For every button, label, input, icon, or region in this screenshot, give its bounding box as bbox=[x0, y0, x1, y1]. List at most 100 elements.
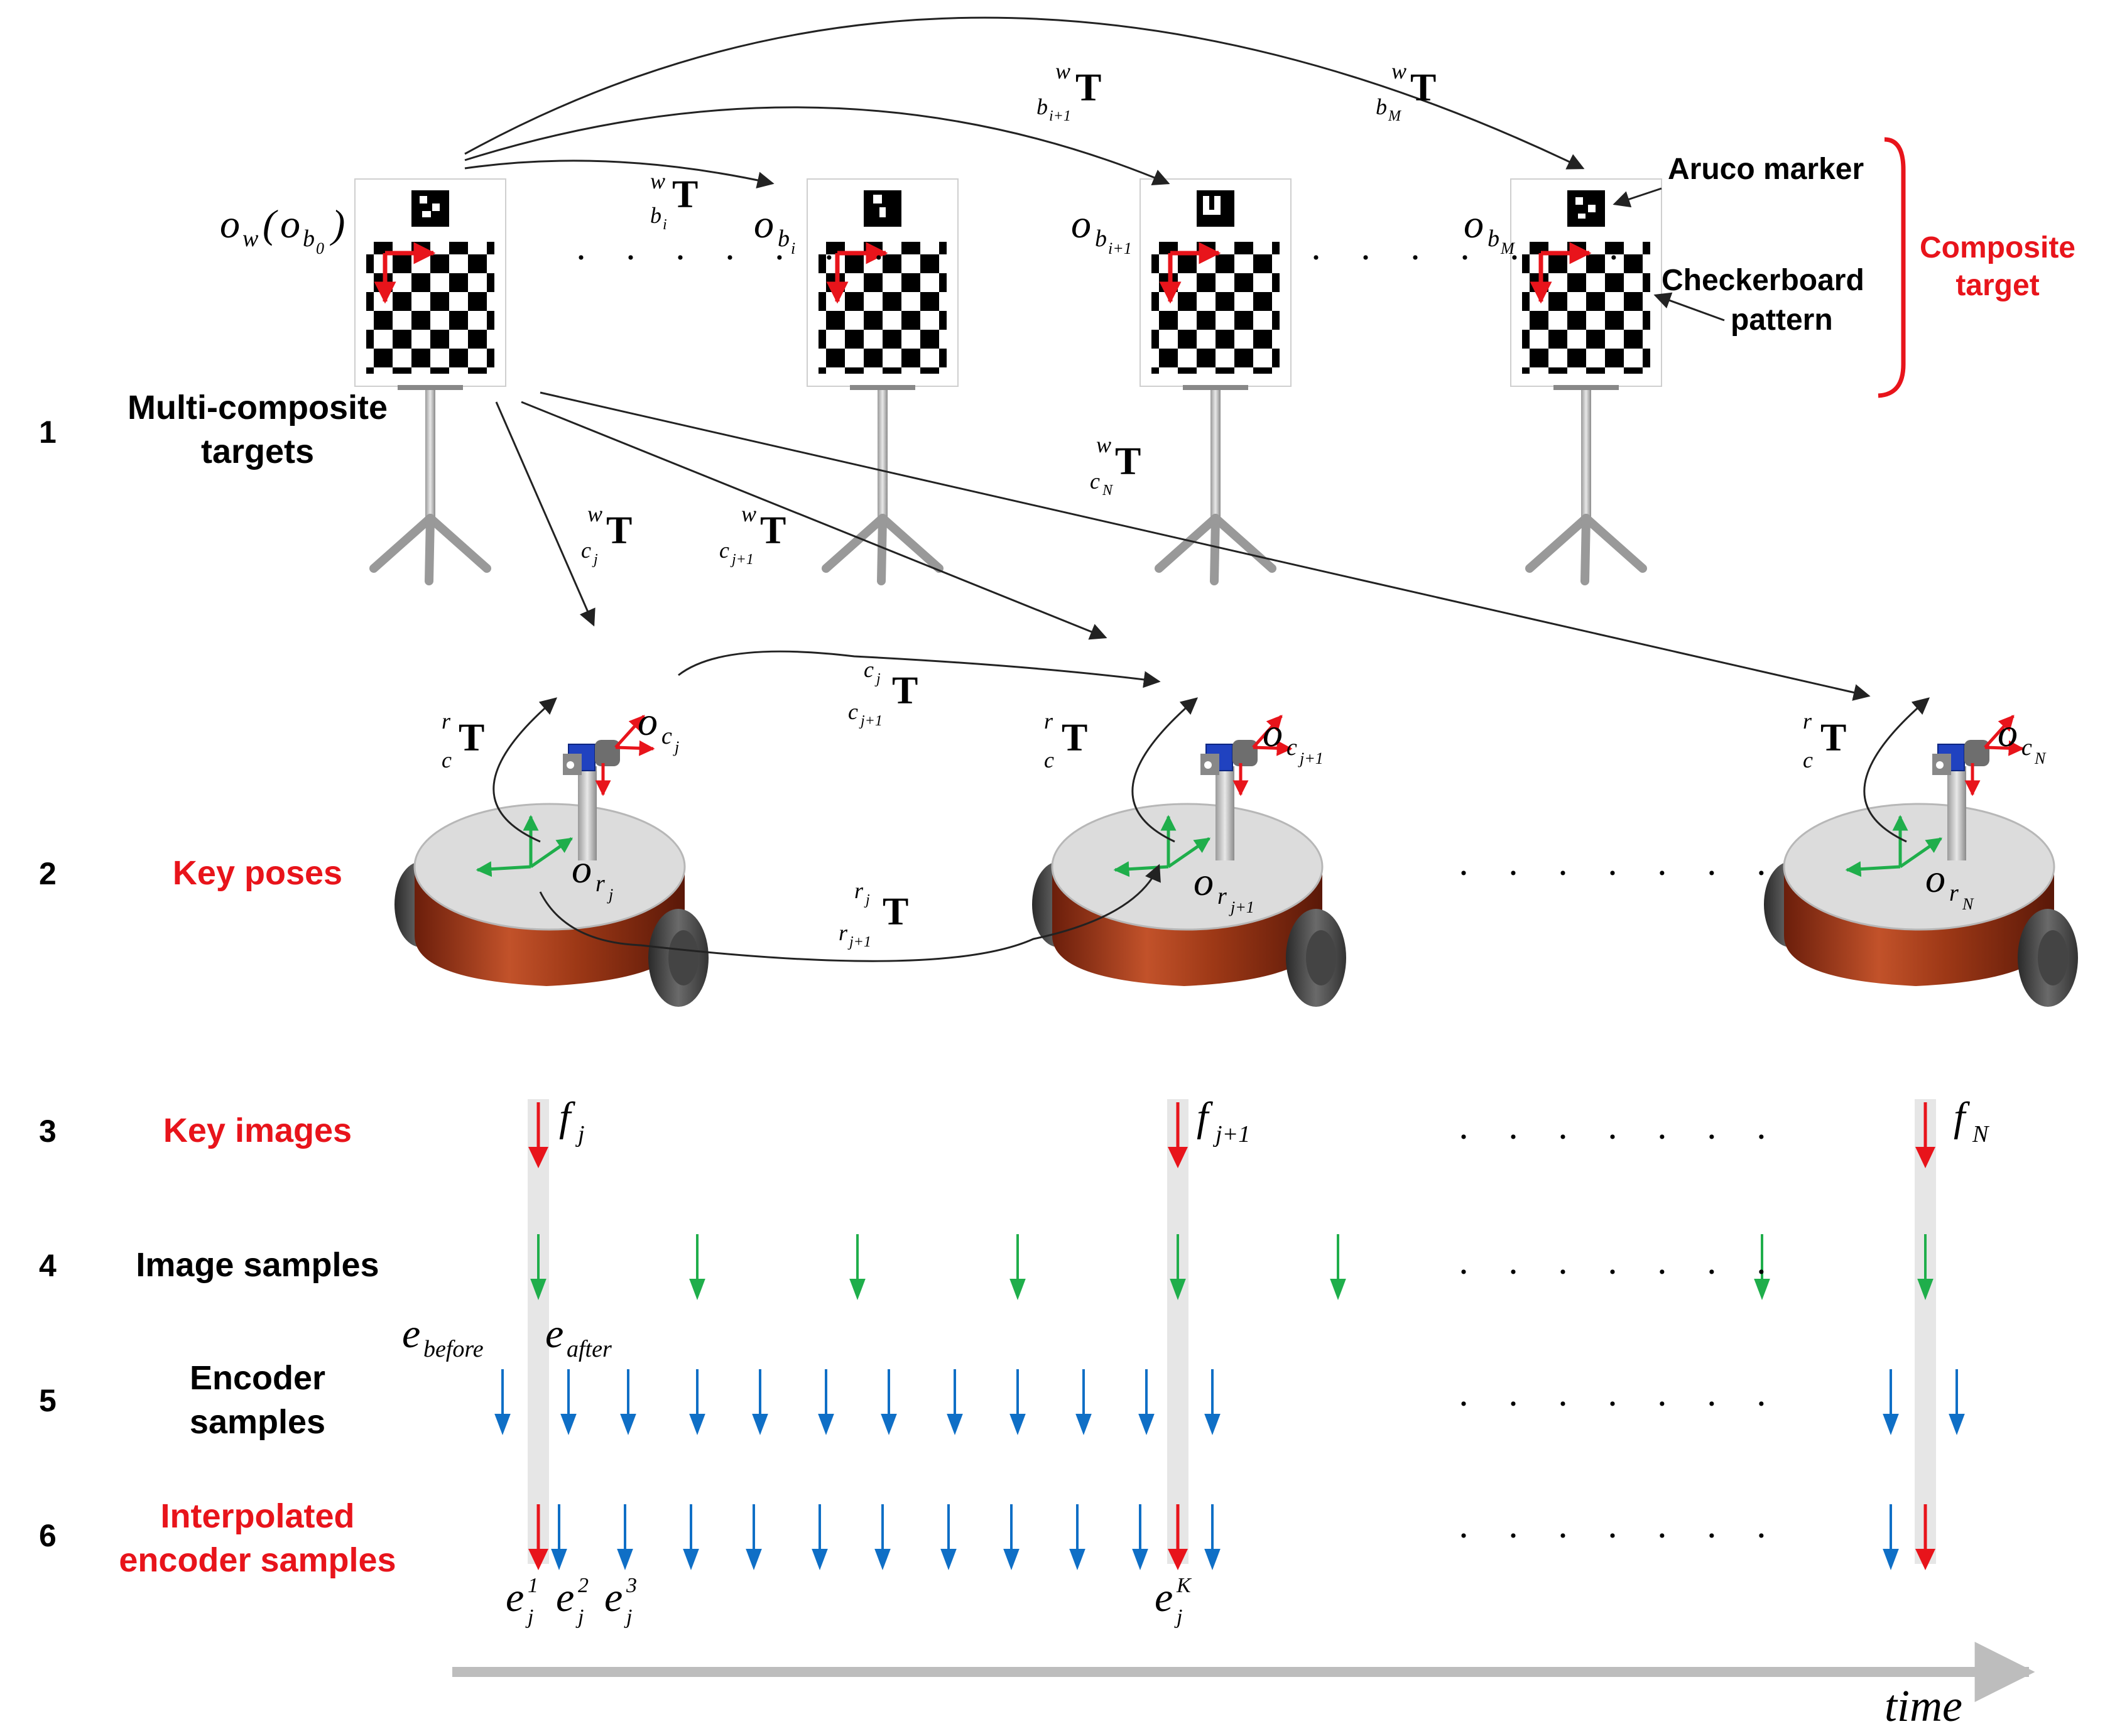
interpolated-sample-arrow bbox=[874, 1504, 891, 1570]
svg-text:j: j bbox=[592, 551, 598, 568]
encoder-sample-arrow bbox=[1138, 1369, 1155, 1435]
svg-text:c: c bbox=[661, 723, 672, 749]
svg-text:j: j bbox=[607, 886, 613, 904]
encoder-sample-arrow bbox=[947, 1369, 963, 1435]
label-fj1: f bbox=[1197, 1094, 1213, 1140]
aruco-patterns bbox=[420, 195, 1596, 219]
encoder-sample-arrow bbox=[1949, 1369, 1965, 1435]
key-image-bands bbox=[528, 1099, 1936, 1564]
key-image-arrow bbox=[1168, 1102, 1188, 1168]
image-sample-arrow bbox=[1917, 1234, 1934, 1300]
time-label: time bbox=[1885, 1681, 1962, 1731]
frame-ocN: o bbox=[1998, 710, 2018, 755]
svg-text:j: j bbox=[874, 671, 881, 687]
row-label-6-line2: encoder samples bbox=[119, 1541, 396, 1579]
svg-text:w: w bbox=[1055, 58, 1070, 84]
row-number-1: 1 bbox=[39, 415, 57, 450]
composite-label-line2: target bbox=[1955, 269, 2039, 302]
interpolated-key-arrow bbox=[1915, 1504, 1935, 1570]
transform-rj-rj1: r j T r j+1 bbox=[839, 878, 908, 950]
svg-text:j: j bbox=[525, 1605, 533, 1629]
svg-text:r: r bbox=[854, 878, 864, 903]
encoder-sample-arrow bbox=[689, 1369, 705, 1435]
svg-text:): ) bbox=[329, 202, 345, 246]
encoder-labels: e before e after e 1 j e 2 j e 3 j e K j bbox=[402, 1311, 1192, 1629]
image-sample-arrow bbox=[689, 1234, 705, 1300]
svg-text:b: b bbox=[1095, 225, 1107, 252]
svg-text:3: 3 bbox=[626, 1574, 637, 1597]
interpolated-key-arrow bbox=[1168, 1504, 1188, 1570]
time-axis: time bbox=[452, 1642, 2035, 1731]
ellipsis-interpolated: · · · · · · · bbox=[1457, 1515, 1781, 1556]
svg-text:T: T bbox=[892, 670, 918, 712]
target-board-world bbox=[355, 179, 506, 581]
frame-ow: o bbox=[220, 202, 240, 246]
svg-text:w: w bbox=[650, 168, 665, 193]
frame-ocj1: o bbox=[1263, 710, 1283, 755]
row-label-1-line1: Multi-composite bbox=[128, 389, 388, 426]
svg-text:T: T bbox=[1410, 67, 1436, 109]
svg-text:w: w bbox=[587, 501, 602, 526]
image-sample-arrow bbox=[530, 1234, 547, 1300]
svg-text:w: w bbox=[741, 501, 756, 526]
svg-text:i: i bbox=[663, 217, 667, 233]
svg-text:j: j bbox=[624, 1605, 632, 1629]
svg-text:T: T bbox=[760, 509, 786, 552]
svg-text:c: c bbox=[864, 657, 874, 682]
target-board-bi1 bbox=[1140, 179, 1291, 581]
svg-text:T: T bbox=[1075, 67, 1101, 109]
svg-text:M: M bbox=[1388, 108, 1402, 124]
frame-obi1: o bbox=[1071, 202, 1091, 246]
interpolated-sample-arrow bbox=[940, 1504, 957, 1570]
interpolated-sample-arrow bbox=[812, 1504, 828, 1570]
svg-text:b: b bbox=[303, 225, 315, 252]
frame-orj1: o bbox=[1194, 859, 1214, 904]
svg-text:r: r bbox=[1949, 880, 1959, 906]
transform-w-bi: w T b i bbox=[650, 168, 698, 233]
svg-text:b: b bbox=[1376, 94, 1387, 119]
interpolated-key-arrow bbox=[528, 1504, 548, 1570]
image-sample-arrow bbox=[1754, 1234, 1770, 1300]
encoder-sample-arrow bbox=[1075, 1369, 1092, 1435]
svg-text:T: T bbox=[1820, 717, 1846, 759]
svg-text:T: T bbox=[606, 509, 632, 552]
ellipsis-encoder-samples: · · · · · · · bbox=[1457, 1383, 1781, 1424]
transform-w-bM: w T b M bbox=[1376, 58, 1436, 124]
svg-text:i: i bbox=[791, 239, 795, 258]
svg-text:c: c bbox=[1286, 734, 1297, 761]
interpolated-sample-arrow bbox=[551, 1504, 567, 1570]
svg-text:T: T bbox=[672, 173, 698, 216]
interpolated-sample-arrow bbox=[1204, 1504, 1221, 1570]
row-label-4: Image samples bbox=[136, 1246, 379, 1284]
composite-target-annotation: Aruco marker Checkerboard pattern Compos… bbox=[1613, 137, 2075, 398]
world-to-board-arcs bbox=[464, 16, 1585, 188]
image-sample-arrow bbox=[849, 1234, 866, 1300]
encoder-sample-arrow bbox=[818, 1369, 834, 1435]
svg-text:b: b bbox=[1488, 225, 1499, 252]
svg-text:j+1: j+1 bbox=[847, 934, 871, 950]
frame-ob0: o bbox=[280, 202, 300, 246]
checkerboard-label-line2: pattern bbox=[1731, 303, 1833, 337]
svg-text:c: c bbox=[1803, 747, 1813, 773]
timeline-arrows bbox=[494, 1102, 1965, 1570]
image-sample-arrow bbox=[1009, 1234, 1026, 1300]
label-e-after: e bbox=[545, 1311, 563, 1357]
svg-text:j+1: j+1 bbox=[1298, 749, 1324, 768]
svg-text:j+1: j+1 bbox=[730, 551, 754, 568]
encoder-sample-arrow bbox=[752, 1369, 768, 1435]
frame-orN: o bbox=[1925, 856, 1945, 901]
transform-cj-cj1: c j T c j+1 bbox=[848, 657, 918, 729]
image-sample-arrow bbox=[1170, 1234, 1186, 1300]
svg-text:j: j bbox=[864, 892, 870, 908]
ellipsis-targets-1: · · · · · · · bbox=[575, 237, 899, 278]
key-image-arrow bbox=[1915, 1102, 1935, 1168]
key-image-arrow bbox=[528, 1102, 548, 1168]
svg-text:r: r bbox=[839, 920, 848, 945]
transform-labels-robots: r T c r T c r T c c j T c j+1 r j T r j+… bbox=[442, 657, 1846, 950]
svg-text:j: j bbox=[575, 1605, 584, 1629]
label-eKj: e bbox=[1155, 1575, 1173, 1620]
svg-text:N: N bbox=[1972, 1121, 1990, 1147]
robot-pose-j1 bbox=[1032, 716, 1346, 1007]
frame-orj: o bbox=[572, 847, 592, 891]
